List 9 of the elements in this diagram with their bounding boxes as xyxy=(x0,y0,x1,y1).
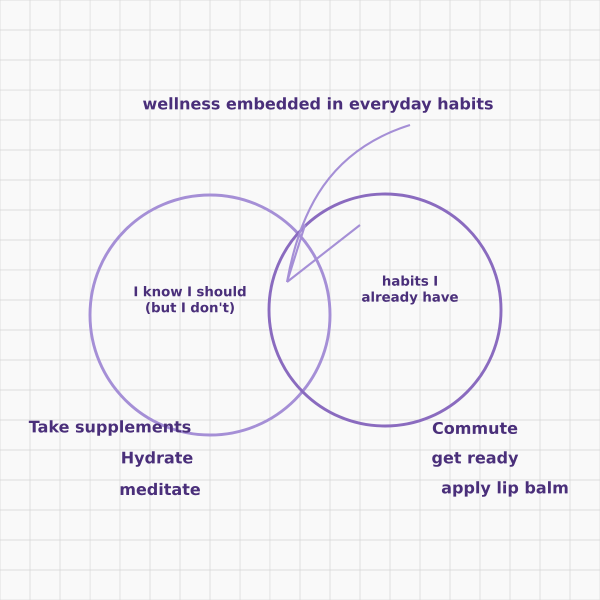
list-item: apply lip balm xyxy=(442,481,568,497)
list-item: get ready xyxy=(432,451,518,467)
list-item: meditate xyxy=(120,482,200,496)
circle-label: I know I should (but I don't) xyxy=(134,286,246,314)
subtitle: wellness embedded in everyday habits xyxy=(143,97,493,113)
circle-label: habits I already have xyxy=(362,276,458,305)
list-item: Take supplements xyxy=(28,420,190,436)
list-item: Hydrate xyxy=(122,451,192,467)
list-item: Commute xyxy=(432,422,518,434)
